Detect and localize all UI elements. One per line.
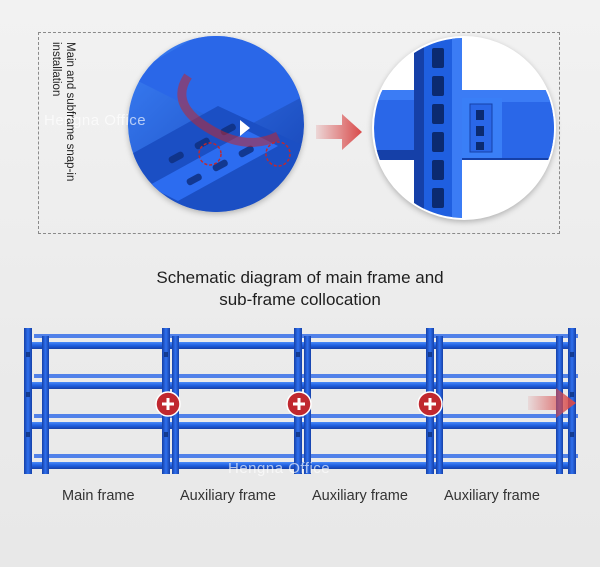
frame-label-auxiliary-2: Auxiliary frame [312, 488, 408, 504]
shelving-rack-illustration [20, 322, 580, 474]
snap-in-closeup-circle [128, 36, 304, 212]
diagram-caption-line-1: Schematic diagram of main frame and [156, 268, 444, 287]
arrow-right-icon [528, 388, 576, 418]
arrow-right-icon [316, 114, 362, 150]
diagram-caption-line-2: sub-frame collocation [219, 290, 381, 309]
watermark-top: Hengna Office [44, 112, 147, 129]
plus-circle-icon [155, 391, 181, 417]
plus-circle-icon [286, 391, 312, 417]
snap-in-closeup-illustration [128, 36, 304, 212]
upright-hook-closeup-circle [372, 36, 556, 220]
frame-label-auxiliary-1: Auxiliary frame [180, 488, 276, 504]
installation-label: Main and subframe snap-in installation [50, 42, 76, 182]
watermark-bottom: Hengna Office [228, 460, 331, 477]
installation-detail-box [38, 32, 560, 234]
frame-label-auxiliary-3: Auxiliary frame [444, 488, 540, 504]
upright-hook-illustration [374, 38, 554, 218]
frame-label-main: Main frame [62, 488, 135, 504]
plus-circle-icon [417, 391, 443, 417]
